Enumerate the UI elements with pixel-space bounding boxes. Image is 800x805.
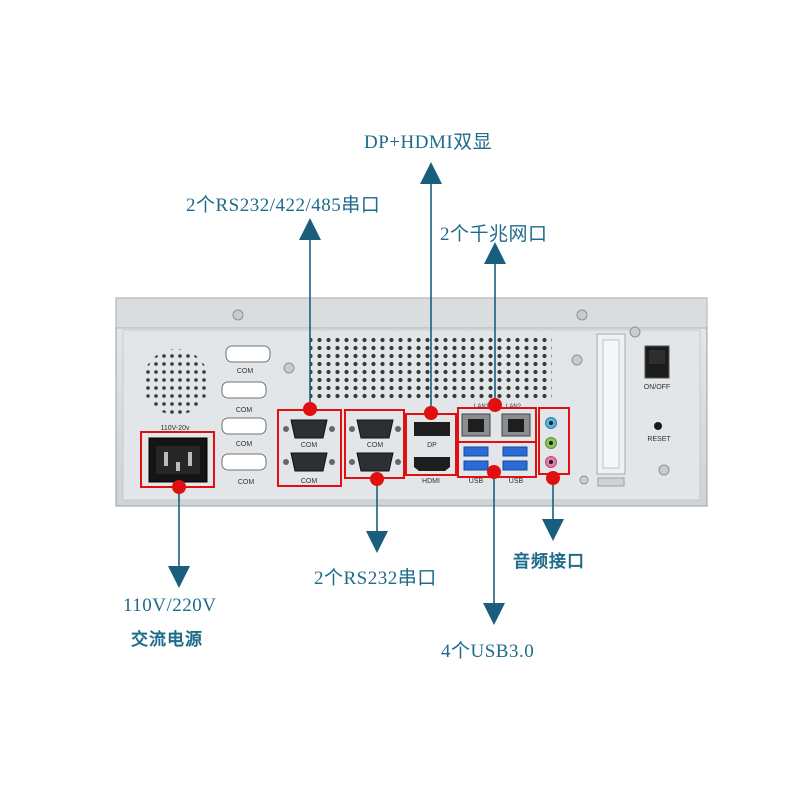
- callout-dp-hdmi: DP+HDMI双显: [364, 132, 493, 153]
- callout-gigabit-lan: 2个千兆网口: [440, 224, 548, 245]
- usb-ports: USB USB: [463, 446, 528, 485]
- on-off-label: ON/OFF: [644, 384, 670, 391]
- lan-marker-dot: [488, 398, 502, 412]
- audio-marker-dot: [546, 471, 560, 485]
- callout-arrows: [168, 162, 564, 625]
- com-cutout-label: COM: [236, 441, 253, 448]
- dp-label: DP: [427, 442, 437, 449]
- usb-label: USB: [509, 478, 524, 485]
- reset-label: RESET: [647, 436, 671, 443]
- marker-dots: [172, 398, 560, 494]
- callout-rs232: 2个RS232串口: [314, 568, 437, 589]
- com-ports-rs232-422-485: COM COM: [283, 419, 335, 485]
- audio-jacks: [545, 417, 557, 468]
- com-port-label: COM: [301, 442, 318, 449]
- dp-marker-dot: [424, 406, 438, 420]
- power-rating-label: 110V-20v: [160, 425, 190, 432]
- reset-button[interactable]: [654, 422, 662, 430]
- expansion-slot-bracket: [596, 333, 626, 487]
- callout-usb: 4个USB3.0: [441, 641, 535, 662]
- hdmi-label: HDMI: [422, 478, 440, 485]
- com-port-label: COM: [367, 442, 384, 449]
- fan-vent: [143, 349, 209, 415]
- ac-power-inlet: 110V-20v: [148, 425, 208, 483]
- com-cutout-label: COM: [238, 479, 255, 486]
- callout-rs232-422-485: 2个RS232/422/485串口: [186, 195, 381, 216]
- com-cutout-label: COM: [236, 407, 253, 414]
- com-ports-rs232: COM: [349, 419, 401, 472]
- display-ports: DP HDMI: [414, 422, 450, 485]
- rs485-marker-dot: [303, 402, 317, 416]
- callout-power-voltage: 110V/220V: [123, 595, 217, 616]
- power-marker-dot: [172, 480, 186, 494]
- power-switch[interactable]: [644, 345, 670, 379]
- callout-power-label: 交流电源: [131, 630, 203, 650]
- com-port-label: COM: [301, 478, 318, 485]
- usb-marker-dot: [487, 465, 501, 479]
- callout-audio: 音频接口: [513, 552, 585, 572]
- blank-com-cutouts: COM COM COM COM: [221, 345, 271, 486]
- com-cutout-label: COM: [237, 368, 254, 375]
- usb-label: USB: [469, 478, 484, 485]
- rs232-marker-dot: [370, 472, 384, 486]
